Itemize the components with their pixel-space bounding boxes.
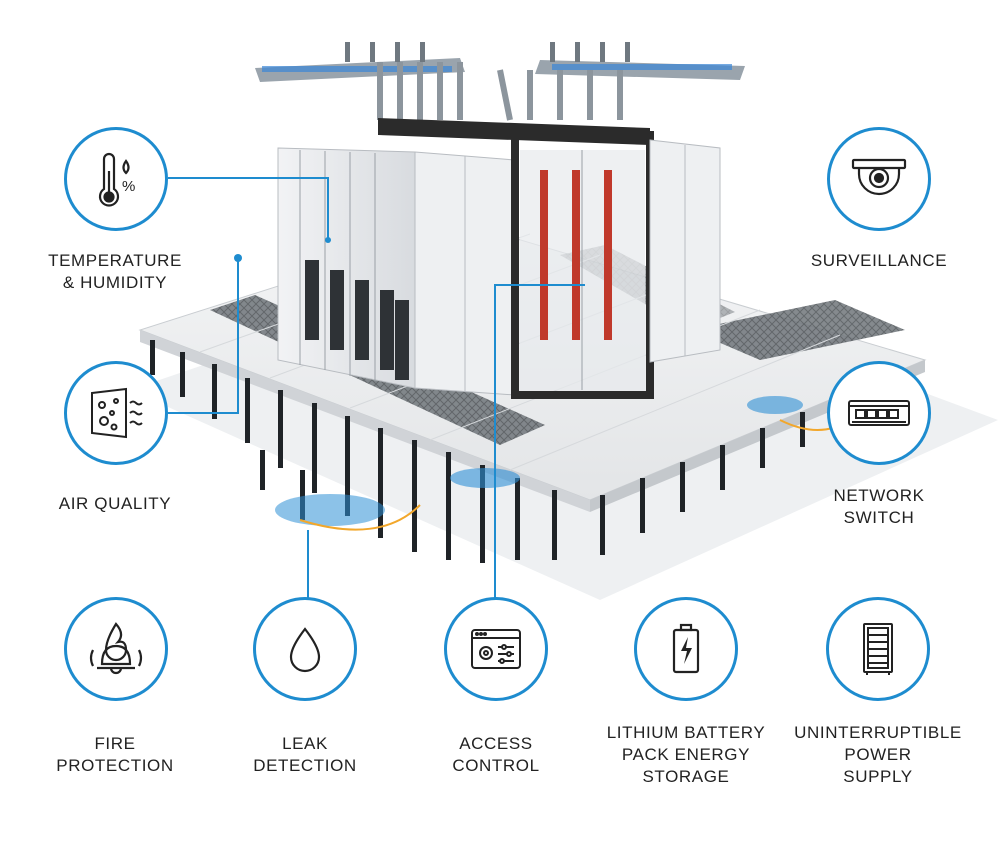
network-switch-label-line-2: SWITCH xyxy=(843,508,915,527)
fire-protection-circle xyxy=(64,597,168,701)
lithium-battery-label: LITHIUM BATTERY PACK ENERGY STORAGE xyxy=(576,722,796,788)
fire-protection-label: FIRE PROTECTION xyxy=(5,733,225,777)
temperature-label-line-2: & HUMIDITY xyxy=(62,273,168,292)
ups-label: UNINTERRUPTIBLE POWER SUPPLY xyxy=(768,722,988,788)
network-switch-label: NETWORK SWITCH xyxy=(769,485,989,529)
temperature-connector xyxy=(168,177,329,240)
lithium-battery-label-line-3: STORAGE xyxy=(642,767,730,786)
battery-icon xyxy=(672,623,700,674)
access-control-icon xyxy=(471,629,521,669)
overhead-cable-trays xyxy=(255,42,745,121)
access-connector xyxy=(494,284,585,600)
underfloor-cable xyxy=(299,504,421,531)
thermometer-humidity-icon: % xyxy=(98,152,135,207)
network-switch-circle xyxy=(827,361,931,465)
air-quality-icon xyxy=(91,387,143,439)
rack-row-right xyxy=(649,139,721,363)
temperature-circle: % xyxy=(64,127,168,231)
ups-circle xyxy=(826,597,930,701)
surveillance-label-line-1: SURVEILLANCE xyxy=(810,251,948,270)
access-control-circle xyxy=(444,597,548,701)
security-camera-icon xyxy=(851,158,907,196)
server-rack-icon xyxy=(863,623,893,675)
leak-detection-label: LEAK DETECTION xyxy=(195,733,415,777)
access-control-label-line-1: ACCESS xyxy=(459,734,533,753)
ups-label-line-3: SUPPLY xyxy=(843,767,913,786)
callout-lines xyxy=(168,177,585,600)
temperature-label-line-1: TEMPERATURE xyxy=(48,251,182,270)
fire-protection-label-line-1: FIRE xyxy=(94,734,136,753)
access-control-label: ACCESS CONTROL xyxy=(386,733,606,777)
containment-aisle xyxy=(511,131,654,399)
network-switch-label-line-1: NETWORK xyxy=(833,486,925,505)
air-quality-label-line-1: AIR QUALITY xyxy=(58,494,172,513)
rack-row-left xyxy=(277,147,516,396)
leak-detection-label-line-1: LEAK xyxy=(282,734,328,753)
air-quality-label: AIR QUALITY xyxy=(5,493,225,515)
temperature-label: TEMPERATURE & HUMIDITY xyxy=(5,250,225,294)
lithium-battery-label-line-1: LITHIUM BATTERY xyxy=(606,723,766,742)
lithium-battery-label-line-2: PACK ENERGY xyxy=(621,745,751,764)
svg-text:%: % xyxy=(122,178,135,195)
lithium-battery-circle xyxy=(634,597,738,701)
surveillance-circle xyxy=(827,127,931,231)
fire-protection-label-line-2: PROTECTION xyxy=(56,756,174,775)
water-drop-icon xyxy=(289,627,321,673)
leak-detection-label-line-2: DETECTION xyxy=(253,756,357,775)
ups-label-line-1: UNINTERRUPTIBLE xyxy=(794,723,962,742)
ups-label-line-2: POWER xyxy=(844,745,912,764)
leak-detection-circle xyxy=(253,597,357,701)
air-quality-circle xyxy=(64,361,168,465)
underfloor-water xyxy=(275,494,385,526)
fire-alarm-icon xyxy=(89,622,143,675)
surveillance-label: SURVEILLANCE xyxy=(769,250,989,272)
perforated-tiles-right xyxy=(690,300,905,360)
access-control-label-line-2: CONTROL xyxy=(452,756,540,775)
air-quality-connector xyxy=(168,258,239,414)
network-switch-icon xyxy=(848,400,910,426)
floor-pedestals xyxy=(150,340,885,563)
